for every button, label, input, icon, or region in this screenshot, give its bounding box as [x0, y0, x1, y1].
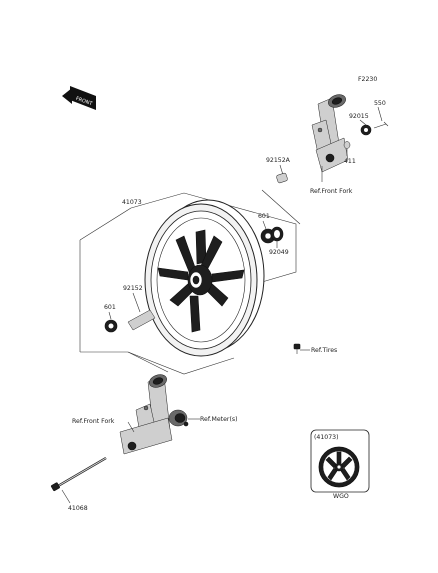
cotter-pin-550 [373, 123, 387, 129]
bracket-right [130, 192, 297, 283]
label-ref-meter: Ref.Meter(s) [200, 416, 238, 423]
spacer-92152 [127, 309, 156, 331]
label-ref-tires: Ref.Tires [311, 347, 337, 354]
diagram-code: F2230 [358, 76, 377, 83]
front-badge-text: FRONT [75, 96, 94, 108]
pinch-bolt-411 [343, 141, 351, 156]
front-fork-top [311, 94, 349, 173]
front-fork-bottom [119, 374, 173, 455]
label-92152A: 92152A [266, 157, 291, 164]
oil-seal-92049 [270, 226, 284, 242]
spacer-92152A [276, 172, 288, 184]
label-601-left: 601 [104, 304, 116, 311]
bearing-601-left [104, 319, 118, 333]
front-wheel [144, 199, 265, 357]
axle-41068 [50, 456, 107, 492]
label-ref-front-fork-bottom: Ref.Front Fork [72, 418, 115, 425]
front-direction-icon: FRONT [62, 86, 96, 110]
inset-caption: WGO [333, 493, 349, 500]
label-92152: 92152 [123, 285, 143, 292]
bracket-lower [127, 351, 235, 375]
label-411: 411 [344, 158, 356, 165]
label-92015: 92015 [349, 113, 369, 120]
axle-nut-92015 [360, 124, 372, 136]
label-41068: 41068 [68, 505, 88, 512]
label-601-top: 601 [258, 213, 270, 220]
meter-gear-housing [168, 409, 189, 427]
label-ref-front-fork-top: Ref.Front Fork [310, 188, 353, 195]
label-92049: 92049 [269, 249, 289, 256]
label-41073: 41073 [122, 199, 142, 206]
label-550: 550 [374, 100, 386, 107]
wheel-color-inset: (41073) WGO [310, 429, 370, 500]
inset-title: (41073) [314, 434, 339, 441]
tire-valve [293, 343, 301, 354]
